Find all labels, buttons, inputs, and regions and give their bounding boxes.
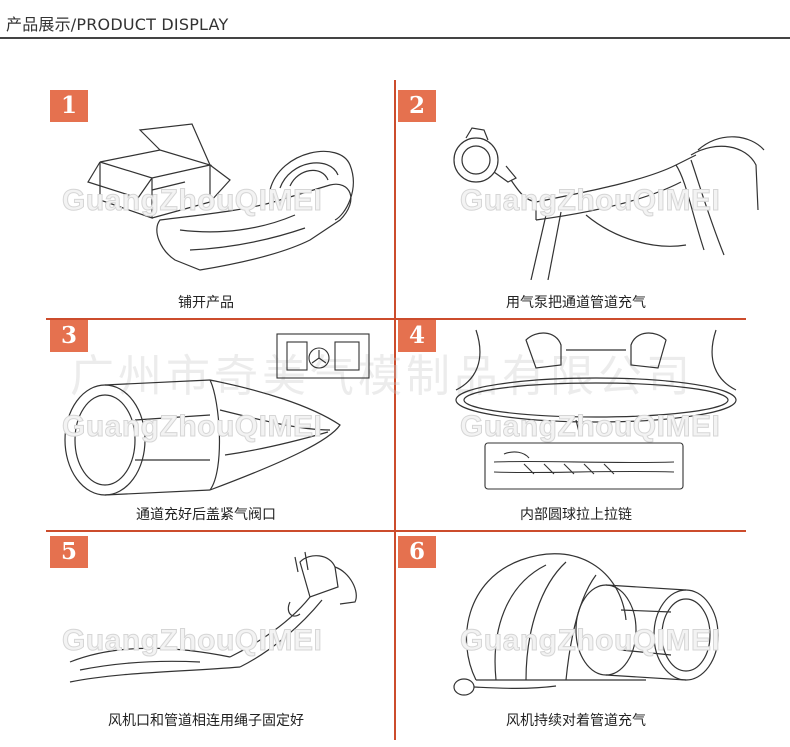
box-and-rolled-product-icon <box>87 123 354 271</box>
step-panel-2: 2 GuangZhouQIMEI 用气泵把通道管道充气 <box>396 80 790 318</box>
inflated-dome-with-tunnel-icon <box>453 553 719 696</box>
step-panel-6: 6 GuangZhouQIMEI 风机持续对着管道充气 <box>396 532 790 747</box>
page-header: 产品展示/PRODUCT DISPLAY <box>0 0 790 40</box>
brand-watermark: GuangZhouQIMEI <box>61 410 323 444</box>
step-caption: 风机口和管道相连用绳子固定好 <box>108 713 304 729</box>
step-caption: 用气泵把通道管道充气 <box>506 295 646 311</box>
header-divider <box>0 37 790 39</box>
step-panel-3: 3 GuangZhouQIMEI 通道充好后盖紧气阀口 <box>0 320 394 530</box>
step-panel-5: 5 GuangZhouQIMEI 风机口和管道相连用绳子固定好 <box>0 532 394 747</box>
brand-watermark: GuangZhouQIMEI <box>61 184 323 218</box>
grid-horizontal-divider-1 <box>46 318 746 320</box>
company-watermark: 广州市奇美气模制品有限公司 <box>70 351 694 402</box>
step-panel-1: 1 GuangZhouQIMEI 铺开产品 <box>0 80 394 318</box>
step-number-badge: 4 <box>398 320 436 352</box>
grid-horizontal-divider-2 <box>46 530 746 532</box>
step-number-badge: 3 <box>50 320 88 352</box>
step-caption: 内部圆球拉上拉链 <box>520 507 632 523</box>
brand-watermark: GuangZhouQIMEI <box>459 184 721 218</box>
step-panel-4: 4 GuangZhouQIMEI 内部圆球拉上拉链 <box>396 320 790 530</box>
step-number-badge: 2 <box>398 90 436 122</box>
blower-tied-with-rope-icon <box>69 551 357 683</box>
valve-cap-inset-icon <box>276 333 370 379</box>
step-caption: 风机持续对着管道充气 <box>506 713 646 729</box>
step-number-badge: 5 <box>50 536 88 568</box>
grid-vertical-divider <box>394 80 396 740</box>
brand-watermark: GuangZhouQIMEI <box>61 624 323 658</box>
step-caption: 铺开产品 <box>178 295 234 311</box>
brand-watermark: GuangZhouQIMEI <box>459 624 721 658</box>
tunnel-with-valve-cap-icon <box>64 379 341 496</box>
step-number-badge: 6 <box>398 536 436 568</box>
step-caption: 通道充好后盖紧气阀口 <box>136 507 276 523</box>
air-pump-inflating-tube-icon <box>453 127 765 280</box>
dome-zipper-icon <box>455 329 737 433</box>
page-title: 产品展示/PRODUCT DISPLAY <box>6 15 229 34</box>
step-number-badge: 1 <box>50 90 88 122</box>
zipper-closeup-icon <box>484 442 684 490</box>
brand-watermark: GuangZhouQIMEI <box>459 410 721 444</box>
